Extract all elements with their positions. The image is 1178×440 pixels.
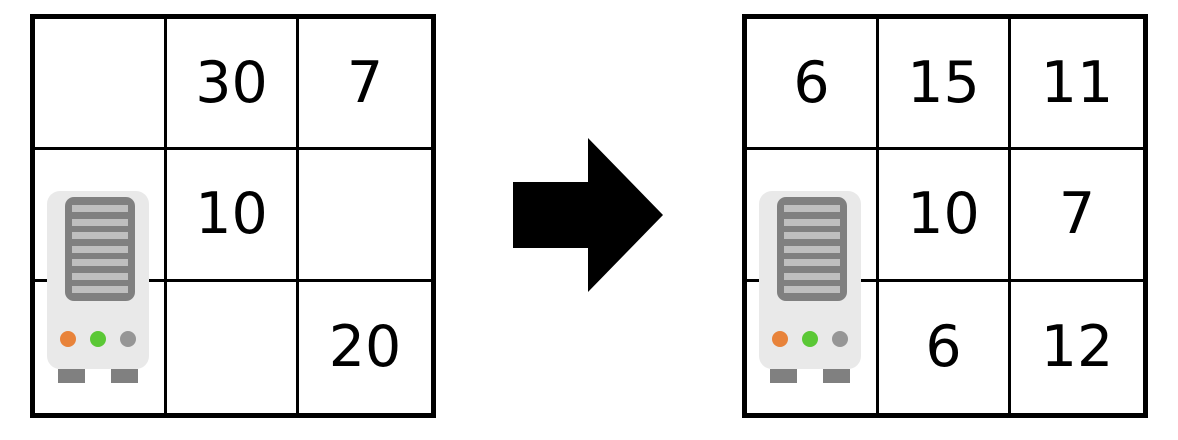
after-cell-r3c2[interactable]: 6 bbox=[879, 281, 1011, 413]
after-grid: 6 15 11 10 7 6 12 bbox=[742, 14, 1148, 418]
before-cell-r3c3[interactable]: 20 bbox=[328, 313, 402, 380]
after-cell-r1c1[interactable]: 6 bbox=[747, 19, 879, 151]
after-cell-r3c1[interactable] bbox=[747, 281, 879, 413]
before-cell-r1c1[interactable] bbox=[35, 19, 167, 151]
after-cell-r2c2[interactable]: 10 bbox=[879, 150, 1011, 282]
after-cell-r2c3[interactable]: 7 bbox=[1011, 150, 1143, 282]
transform-arrow bbox=[513, 138, 663, 292]
before-cell-r2c2[interactable]: 10 bbox=[167, 150, 299, 282]
before-cell-r1c2[interactable]: 30 bbox=[167, 19, 299, 151]
right-arrow-icon bbox=[513, 138, 663, 292]
before-cell-r2c3[interactable] bbox=[299, 150, 431, 282]
after-cell-r1c3[interactable]: 11 bbox=[1011, 19, 1143, 151]
before-cell-r3c1[interactable] bbox=[35, 281, 167, 413]
after-cell-r1c2[interactable]: 15 bbox=[879, 19, 1011, 151]
after-cell-r2c1[interactable] bbox=[747, 150, 879, 282]
after-cell-r3c3[interactable]: 12 bbox=[1040, 313, 1114, 380]
before-grid-cells: 30 7 10 20 bbox=[35, 19, 431, 413]
before-cell-r1c3[interactable]: 7 bbox=[299, 19, 431, 151]
after-grid-cells: 6 15 11 10 7 6 12 bbox=[747, 19, 1143, 413]
before-grid: 30 7 10 20 bbox=[30, 14, 436, 418]
before-cell-r3c2[interactable] bbox=[167, 281, 299, 413]
before-cell-r2c1[interactable] bbox=[35, 150, 167, 282]
